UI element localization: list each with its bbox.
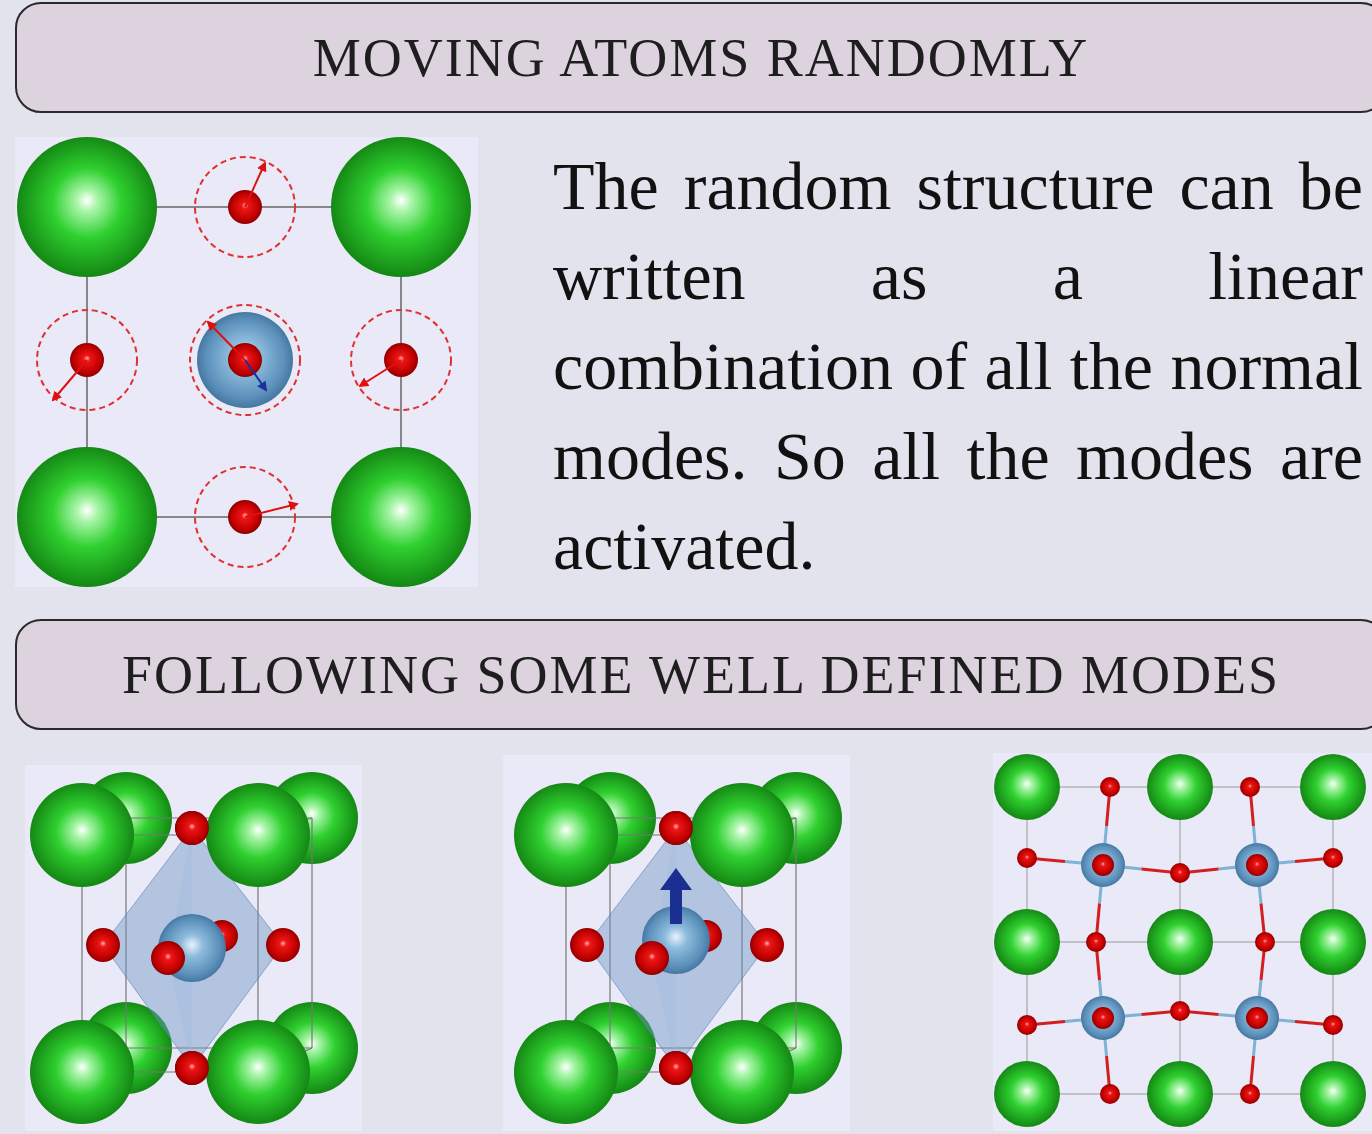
random-displacement-figure xyxy=(17,137,471,587)
blue-atom xyxy=(197,312,293,408)
blue-atom xyxy=(1081,996,1125,1040)
red-atom xyxy=(659,811,693,845)
green-atom xyxy=(30,783,134,887)
red-atom xyxy=(1100,777,1120,797)
red-atom xyxy=(1255,932,1275,952)
figure-panel xyxy=(993,753,1372,1131)
mode-arrow xyxy=(660,868,692,924)
green-atom xyxy=(206,1020,310,1124)
displacement-range xyxy=(37,310,137,410)
green-atom xyxy=(994,754,1060,820)
red-atom xyxy=(1017,848,1037,868)
green-atom xyxy=(331,447,471,587)
red-atom xyxy=(266,928,300,962)
red-atom xyxy=(750,928,784,962)
displacement-arrow xyxy=(53,360,87,400)
octahedral-rotation-figure xyxy=(994,754,1366,1127)
green-atom xyxy=(206,783,310,887)
red-atom xyxy=(570,928,604,962)
red-atom xyxy=(175,1051,209,1085)
green-atom xyxy=(1147,754,1213,820)
green-atom xyxy=(30,1020,134,1124)
perovskite-cell xyxy=(514,772,842,1124)
blue-atom xyxy=(1081,843,1125,887)
red-atom xyxy=(1240,1084,1260,1104)
blue-atom xyxy=(1235,843,1279,887)
displacement-arrow xyxy=(208,322,245,360)
red-atom xyxy=(1170,863,1190,883)
red-atom xyxy=(86,928,120,962)
green-atom xyxy=(17,447,157,587)
displacement-arrow xyxy=(245,360,266,390)
green-atom xyxy=(1147,909,1213,975)
displacement-range xyxy=(195,157,295,257)
displacement-arrow xyxy=(360,360,401,386)
red-atom xyxy=(175,1051,209,1085)
cell-edge xyxy=(795,818,796,1048)
section-heading: MOVING ATOMS RANDOMLY xyxy=(313,27,1090,89)
explanation-text: The random structure can be written as a… xyxy=(553,141,1363,591)
green-atom xyxy=(994,1061,1060,1127)
red-atom xyxy=(175,811,209,845)
displacement-range xyxy=(351,310,451,410)
perovskite-cell xyxy=(30,772,358,1124)
red-atom xyxy=(1086,932,1106,952)
green-atom xyxy=(1300,909,1366,975)
green-atom xyxy=(994,909,1060,975)
green-atom xyxy=(1300,1061,1366,1127)
displacement-range xyxy=(190,305,300,415)
red-atom xyxy=(1092,1007,1114,1029)
green-atom xyxy=(331,137,471,277)
displacement-arrow xyxy=(245,504,297,517)
blue-atom xyxy=(1235,996,1279,1040)
section-band: FOLLOWING SOME WELL DEFINED MODES xyxy=(15,619,1372,730)
cell-edge xyxy=(311,818,312,1048)
red-atom xyxy=(175,811,209,845)
red-atom xyxy=(1240,777,1260,797)
red-atom xyxy=(1246,1007,1268,1029)
green-atom xyxy=(514,783,618,887)
red-atom xyxy=(1017,1015,1037,1035)
red-atom xyxy=(1170,1001,1190,1021)
red-atom xyxy=(659,1051,693,1085)
red-atom xyxy=(1323,1015,1343,1035)
figure-panel xyxy=(15,137,478,587)
green-atom xyxy=(17,137,157,277)
section-band: MOVING ATOMS RANDOMLY xyxy=(15,2,1372,113)
figure-panel xyxy=(503,755,850,1131)
red-atom xyxy=(659,811,693,845)
green-atom xyxy=(514,1020,618,1124)
section-heading: FOLLOWING SOME WELL DEFINED MODES xyxy=(122,644,1280,706)
red-atom xyxy=(659,1051,693,1085)
displacement-arrow xyxy=(245,163,265,207)
green-atom xyxy=(1147,1061,1213,1127)
red-atom xyxy=(1100,1084,1120,1104)
red-atom xyxy=(151,941,185,975)
green-atom xyxy=(690,1020,794,1124)
figure-panel xyxy=(25,765,362,1131)
green-atom xyxy=(1300,754,1366,820)
red-atom xyxy=(635,941,669,975)
green-atom xyxy=(690,783,794,887)
red-atom xyxy=(1246,854,1268,876)
red-atom xyxy=(1092,854,1114,876)
red-atom xyxy=(1323,848,1343,868)
